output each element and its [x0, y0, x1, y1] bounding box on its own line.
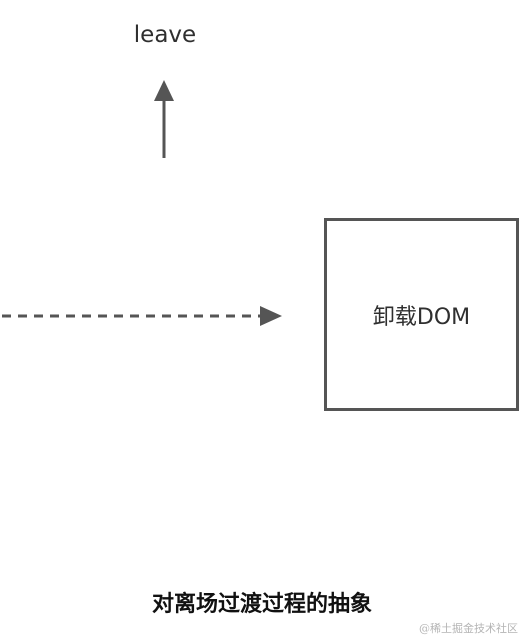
dashed-arrow-head	[260, 306, 282, 326]
watermark: @稀土掘金技术社区	[419, 622, 518, 635]
unmount-dom-box: 卸载DOM	[324, 218, 519, 411]
diagram-caption: 对离场过渡过程的抽象	[151, 592, 372, 617]
unmount-dom-label: 卸载DOM	[372, 304, 471, 330]
up-arrow-head	[154, 80, 174, 101]
leave-label: leave	[133, 22, 197, 48]
up-arrow	[154, 80, 174, 158]
dashed-arrow	[2, 306, 282, 326]
